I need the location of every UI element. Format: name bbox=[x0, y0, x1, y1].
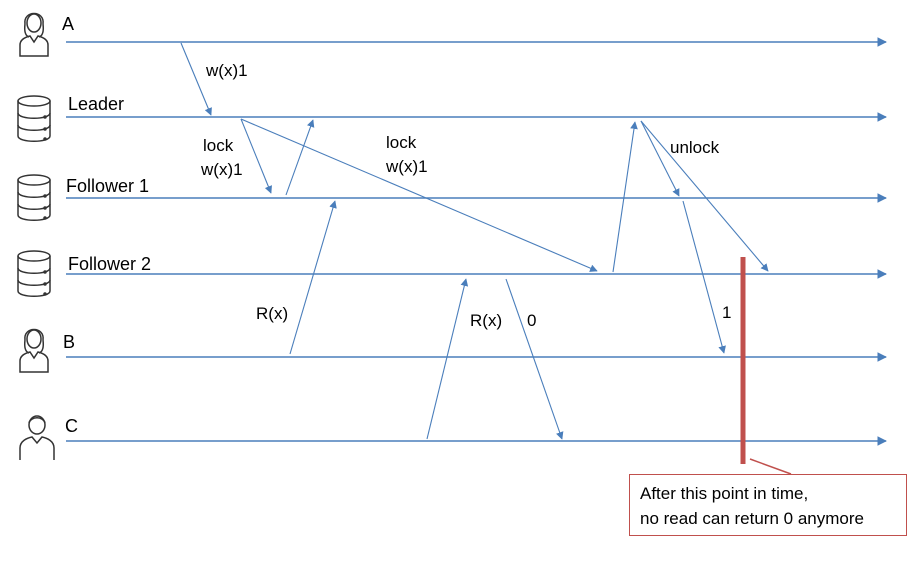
database-icon bbox=[17, 250, 51, 297]
msg-lock-leader-to-f2 bbox=[240, 118, 598, 272]
label-reply-c: 0 bbox=[527, 311, 536, 330]
msg-unlock-to-f1 bbox=[640, 120, 680, 197]
user-female-icon bbox=[19, 328, 49, 373]
label-lock-f2-1: lock bbox=[386, 133, 417, 152]
msg-unlock-to-f2 bbox=[640, 120, 769, 272]
msg-read-b-to-f1 bbox=[289, 200, 337, 355]
msg-lock-leader-to-f1 bbox=[240, 118, 272, 194]
label-lock-f2-2: w(x)1 bbox=[385, 157, 428, 176]
msg-reply-f2-to-c bbox=[505, 278, 564, 440]
label-unlock: unlock bbox=[670, 138, 720, 157]
label-read-b: R(x) bbox=[256, 304, 288, 323]
database-icon bbox=[17, 95, 51, 142]
callout-line1: After this point in time, bbox=[640, 484, 809, 503]
label-reply-b: 1 bbox=[722, 303, 731, 322]
callout-box: After this point in time, no read can re… bbox=[629, 474, 907, 536]
user-male-icon bbox=[19, 415, 55, 460]
msg-ack-f2-to-leader bbox=[612, 121, 638, 273]
msg-reply-f1-to-b bbox=[682, 200, 726, 354]
database-icon bbox=[17, 174, 51, 221]
callout-line2: no read can return 0 anymore bbox=[640, 509, 864, 528]
lane-label-a: A bbox=[62, 14, 74, 34]
msg-write-a-to-leader bbox=[180, 42, 212, 116]
label-lock-f1-2: w(x)1 bbox=[200, 160, 243, 179]
lane-label-follower1: Follower 1 bbox=[66, 176, 149, 196]
label-write: w(x)1 bbox=[205, 61, 248, 80]
lane-label-leader: Leader bbox=[68, 94, 124, 114]
msg-ack-f1-to-leader bbox=[285, 119, 315, 196]
label-read-c: R(x) bbox=[470, 311, 502, 330]
lane-label-c: C bbox=[65, 416, 78, 436]
user-female-icon bbox=[19, 12, 49, 57]
lane-label-b: B bbox=[63, 332, 75, 352]
msg-read-c-to-f2 bbox=[426, 278, 469, 440]
label-lock-f1-1: lock bbox=[203, 136, 234, 155]
callout-pointer bbox=[749, 458, 792, 475]
lane-label-follower2: Follower 2 bbox=[68, 254, 151, 274]
